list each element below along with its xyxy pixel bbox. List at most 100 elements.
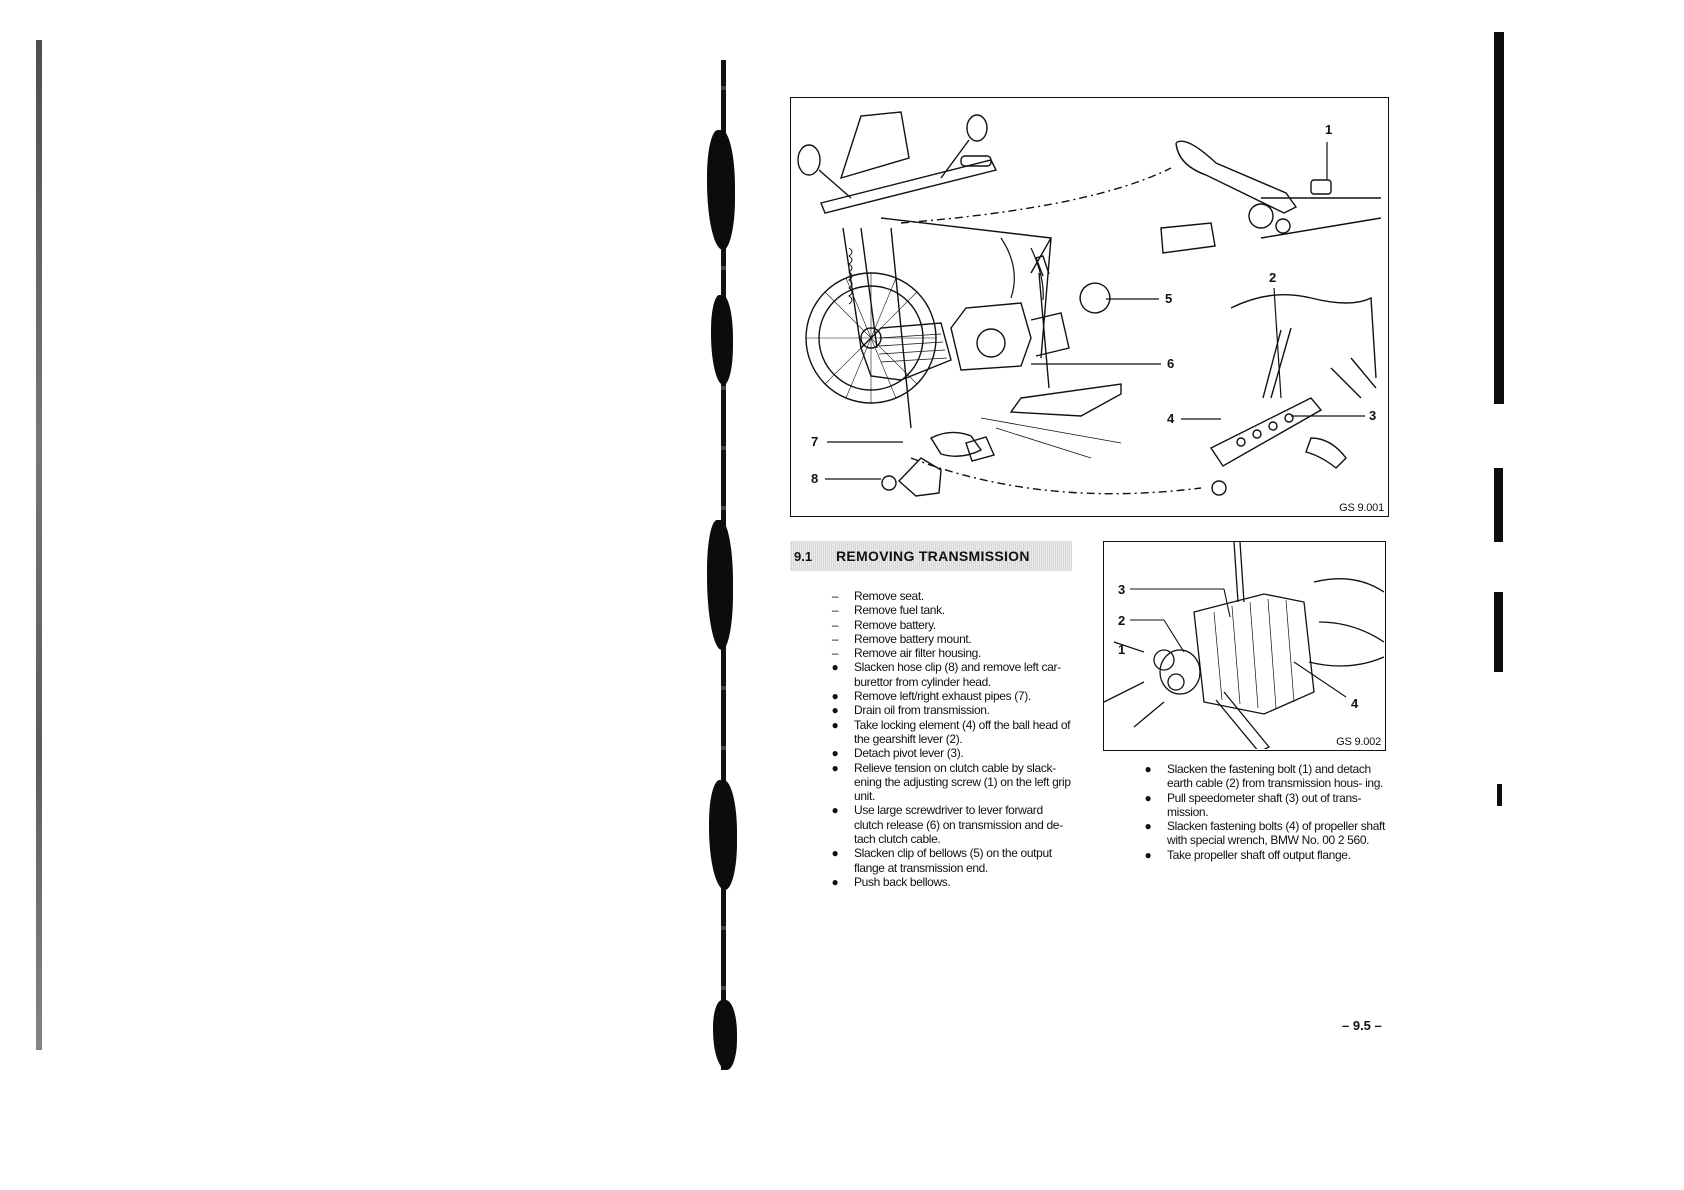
callout-2: 2 xyxy=(1269,270,1277,285)
spine-blob xyxy=(707,130,735,250)
instruction-text: Remove air filter housing. xyxy=(854,646,981,661)
dash-marker: – xyxy=(831,646,839,661)
instruction-text: Drain oil from transmission. xyxy=(854,703,990,718)
instruction-text: Detach pivot lever (3). xyxy=(854,746,964,761)
figure-motorcycle-exploded: 1 2 3 4 5 6 7 8 GS 9.001 xyxy=(790,97,1389,517)
callout-5: 5 xyxy=(1165,291,1173,306)
instruction-list-left: –Remove seat.–Remove fuel tank.–Remove b… xyxy=(828,589,1074,889)
callout-1: 1 xyxy=(1118,642,1126,657)
instruction-text: Remove fuel tank. xyxy=(854,603,945,618)
dash-marker: – xyxy=(831,603,839,618)
screwdriver xyxy=(1035,255,1050,389)
instruction-text: Remove battery mount. xyxy=(854,631,972,646)
instruction-step: –Remove battery mount. xyxy=(828,632,1074,646)
bullet-marker: ● xyxy=(1144,819,1152,834)
dash-marker: – xyxy=(831,631,839,646)
spine-blob xyxy=(713,1000,737,1070)
instruction-step: ● Remove left/right exhaust pipes (7). xyxy=(828,689,1074,703)
figure-code: GS 9.002 xyxy=(1336,736,1381,748)
instruction-text: Slacken hose clip (8) and remove left ca… xyxy=(854,660,1061,689)
scan-edge-right xyxy=(1494,592,1503,672)
adjusting-screw xyxy=(1310,179,1332,195)
bullet-marker: ● xyxy=(831,760,839,775)
bullet-marker: ● xyxy=(1144,847,1152,862)
instruction-text: Pull speedometer shaft (3) out of trans-… xyxy=(1167,790,1362,819)
speedometer-shaft xyxy=(1233,541,1245,603)
bullet-marker: ● xyxy=(831,874,839,889)
output-flange xyxy=(1159,649,1201,695)
bullet-marker: ● xyxy=(831,746,839,761)
front-fork xyxy=(842,227,878,349)
grip xyxy=(1160,222,1216,254)
bullet-marker: ● xyxy=(831,717,839,732)
transmission-illustration xyxy=(1103,541,1385,753)
instruction-text: Slacken fastening bolts (4) of propeller… xyxy=(1167,819,1386,848)
instruction-step: ● Detach pivot lever (3). xyxy=(828,746,1074,760)
instruction-step: ●Pull speedometer shaft (3) out of trans… xyxy=(1141,791,1389,820)
clutch-lever xyxy=(1175,140,1298,214)
instruction-text: Remove left/right exhaust pipes (7). xyxy=(854,689,1031,704)
gearshift-lever xyxy=(1209,397,1323,467)
handlebar xyxy=(820,159,998,214)
section-heading: 9.1 REMOVING TRANSMISSION xyxy=(790,541,1072,571)
scan-edge-right xyxy=(1494,32,1504,404)
bullet-marker: ● xyxy=(831,846,839,861)
dash-marker: – xyxy=(831,589,839,603)
spine-blob xyxy=(707,520,733,650)
bullet-marker: ● xyxy=(831,803,839,818)
guide-line xyxy=(900,167,1172,224)
figure-transmission-detail: 3 2 1 4 GS 9.002 xyxy=(1103,541,1386,753)
bullet-marker: ● xyxy=(1144,762,1152,776)
callout-1: 1 xyxy=(1325,122,1333,137)
section-number: 9.1 xyxy=(794,548,813,564)
callout-6: 6 xyxy=(1167,356,1175,371)
wrench xyxy=(1215,691,1271,753)
instruction-text: Relieve tension on clutch cable by slack… xyxy=(854,760,1071,804)
instruction-list-right: ● Slacken the fastening bolt (1) and deta… xyxy=(1141,762,1389,862)
callout-8: 8 xyxy=(811,471,819,486)
scan-edge-right xyxy=(1494,468,1503,542)
spine-blob xyxy=(711,295,733,385)
cylinder-head xyxy=(860,322,952,381)
callout-2: 2 xyxy=(1118,613,1126,628)
instruction-text: Slacken the fastening bolt (1) and detac… xyxy=(1167,762,1384,791)
instruction-step: ● Take locking element (4) off the ball h… xyxy=(828,718,1074,747)
instruction-step: –Remove fuel tank. xyxy=(828,603,1074,617)
page-number: – 9.5 – xyxy=(1342,1018,1382,1033)
instruction-step: ● Push back bellows. xyxy=(828,875,1074,889)
instruction-step: ● Use large screwdriver to lever forward … xyxy=(828,803,1074,846)
instruction-text: Push back bellows. xyxy=(854,874,951,889)
bullet-marker: ● xyxy=(831,660,839,675)
callout-4: 4 xyxy=(1167,411,1175,426)
hose-clip xyxy=(881,475,897,491)
callout-leaders xyxy=(1130,588,1347,698)
instruction-step: ● Slacken the fastening bolt (1) and deta… xyxy=(1141,762,1389,791)
instruction-text: Slacken clip of bellows (5) on the outpu… xyxy=(854,846,1052,875)
guide-line xyxy=(910,457,1202,495)
mirror-left xyxy=(797,144,821,176)
instruction-text: Use large screwdriver to lever forward c… xyxy=(854,803,1063,847)
instruction-step: ● Relieve tension on clutch cable by slac… xyxy=(828,761,1074,804)
frame-detail xyxy=(1230,294,1377,379)
instruction-text: Take propeller shaft off output flange. xyxy=(1167,847,1351,862)
instruction-step: –Remove air filter housing. xyxy=(828,646,1074,660)
carburettor xyxy=(929,431,983,457)
bullet-marker: ● xyxy=(831,703,839,718)
instruction-step: ● Slacken clip of bellows (5) on the outp… xyxy=(828,846,1074,875)
bellows xyxy=(1030,312,1070,357)
instruction-step: – Remove seat. xyxy=(828,589,1074,603)
instruction-step: ● Slacken hose clip (8) and remove left c… xyxy=(828,660,1074,689)
bullet-marker: ● xyxy=(831,689,839,704)
instruction-text: Remove battery. xyxy=(854,617,936,632)
callout-3: 3 xyxy=(1118,582,1126,597)
instruction-text: Remove seat. xyxy=(854,589,924,603)
instruction-step: ● Take propeller shaft off output flange. xyxy=(1141,848,1389,862)
section-title: REMOVING TRANSMISSION xyxy=(836,548,1030,564)
instruction-text: Take locking element (4) off the ball he… xyxy=(854,717,1071,746)
mirror-right xyxy=(966,114,988,142)
spine-blob xyxy=(709,780,737,890)
transmission-body xyxy=(1193,593,1315,715)
transmission-housing xyxy=(950,302,1032,371)
motorcycle-illustration xyxy=(797,111,1382,497)
callout-leaders xyxy=(825,142,1365,480)
